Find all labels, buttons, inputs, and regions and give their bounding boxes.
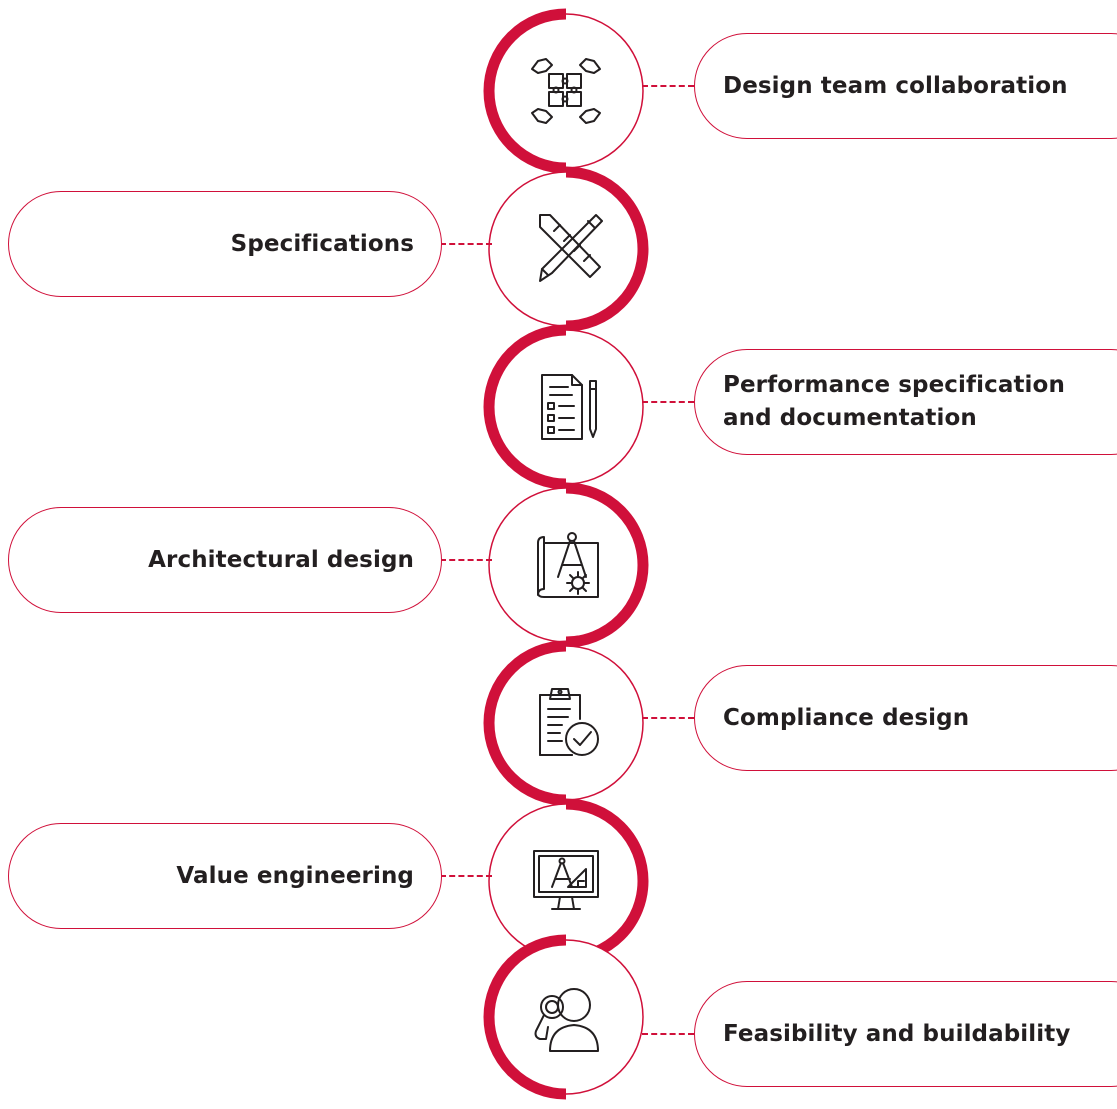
step-pill-4: Architectural design bbox=[8, 507, 442, 613]
step-pill-2: Specifications bbox=[8, 191, 442, 297]
connector-2 bbox=[440, 243, 492, 245]
clipboard-check-icon bbox=[539, 688, 599, 756]
step-pill-6: Value engineering bbox=[8, 823, 442, 929]
step-label-2: Specifications bbox=[230, 230, 414, 257]
step-label-6: Value engineering bbox=[176, 862, 414, 889]
monitor-drafting-icon bbox=[533, 850, 599, 910]
connector-6 bbox=[440, 875, 492, 877]
step-label-1: Design team collaboration bbox=[723, 72, 1068, 99]
step-label-3: Performance specification and documentat… bbox=[723, 372, 1065, 431]
connector-7 bbox=[642, 1033, 694, 1035]
connector-4 bbox=[440, 559, 492, 561]
pencil-ruler-icon bbox=[539, 214, 603, 282]
connector-3 bbox=[642, 401, 694, 403]
checklist-document-icon bbox=[541, 374, 597, 440]
blueprint-compass-gear-icon bbox=[537, 532, 599, 598]
connector-1 bbox=[642, 85, 694, 87]
step-circle-5 bbox=[483, 640, 644, 806]
step-pill-7: Feasibility and buildability bbox=[694, 981, 1117, 1087]
step-pill-1: Design team collaboration bbox=[694, 33, 1117, 139]
step-label-7: Feasibility and buildability bbox=[723, 1020, 1071, 1047]
connector-5 bbox=[642, 717, 694, 719]
step-circle-7 bbox=[483, 934, 644, 1100]
step-circle-2 bbox=[488, 166, 649, 332]
step-pill-3: Performance specification and documentat… bbox=[694, 349, 1117, 455]
person-magnifier-icon bbox=[534, 988, 599, 1052]
step-pill-5: Compliance design bbox=[694, 665, 1117, 771]
puzzle-hands-icon bbox=[531, 58, 601, 124]
step-circle-1 bbox=[483, 8, 644, 174]
step-label-5: Compliance design bbox=[723, 704, 970, 731]
step-label-4: Architectural design bbox=[148, 546, 414, 573]
